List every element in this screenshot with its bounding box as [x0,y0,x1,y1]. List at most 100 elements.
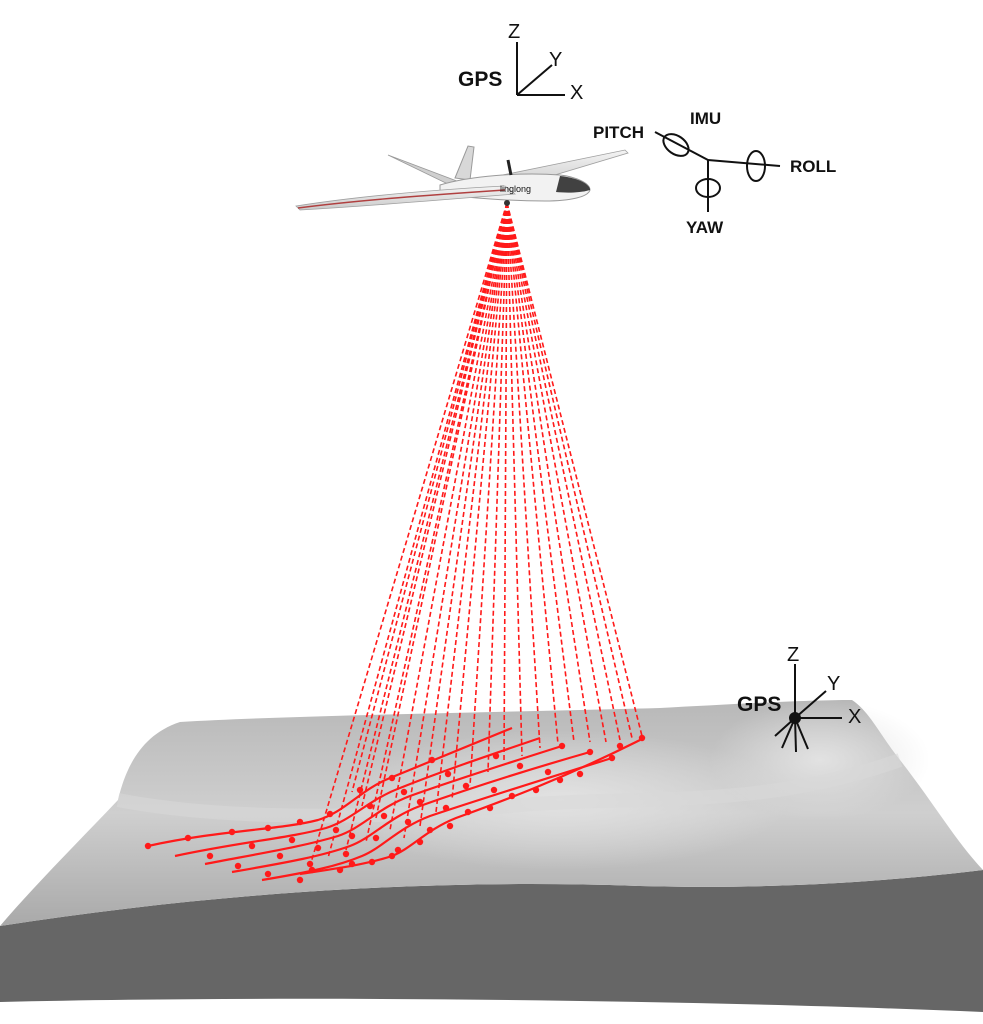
scan-point [388,852,396,860]
aircraft-fuselage-label: linglong [500,184,531,194]
imu-yaw-label: YAW [686,218,724,237]
laser-beam [469,202,508,787]
laser-beam [503,202,508,763]
scan-point [426,826,434,834]
laser-beam [506,202,523,757]
laser-beam [506,202,607,743]
imu-yaw-ring [695,178,721,198]
imu-roll-label: ROLL [790,157,836,176]
gps-ground-label: GPS [737,693,781,716]
laser-beam [361,202,508,807]
scan-point [228,828,236,836]
imu-pitch-ring [662,133,690,157]
terrain-ridge [116,753,903,823]
laser-beam [506,202,559,745]
scan-point [296,818,304,826]
aircraft-nose-stripe [556,176,590,193]
scan-point [206,852,214,860]
aircraft-tail-fin [454,145,475,181]
laser-beam [487,202,508,773]
scan-point [342,850,350,858]
scan-point [616,742,624,750]
scan-point [404,818,412,826]
scan-line [231,750,591,874]
laser-beam [403,202,508,839]
lidar-sensor-icon [504,200,510,206]
laser-beam [506,202,591,743]
scan-point [314,844,322,852]
scan-point [248,842,256,850]
scan-point [264,870,272,878]
laser-beam [389,202,508,831]
laser-beam [506,202,633,739]
scan-point [326,810,334,818]
gps-ground-axis-x: X [848,706,861,728]
scan-point [368,858,376,866]
scan-point [394,846,402,854]
scan-point [372,834,380,842]
gps-ground-axis-y: Y [827,673,840,695]
aircraft: linglong [295,145,629,211]
scan-point [332,826,340,834]
scan-point [508,792,516,800]
scan-line [261,756,613,882]
scan-point [492,752,500,760]
imu-pitch-label: PITCH [593,123,644,142]
aircraft-antenna [506,159,513,176]
gps-ground-antenna-icon [789,712,801,724]
scan-point [276,852,284,860]
scan-point [356,786,364,794]
scan-point [416,838,424,846]
scan-lines [147,726,641,882]
scan-point [442,804,450,812]
aircraft-wing-edge [297,189,506,209]
scan-point [296,876,304,884]
laser-beam [506,202,575,743]
scan-line [174,736,541,858]
laser-beam [506,202,541,749]
laser-beam [435,202,508,813]
scan-point [486,804,494,812]
scan-point [308,866,316,874]
scan-point [556,776,564,784]
laser-beams [309,202,643,867]
laser-beam [309,202,508,867]
scan-line [204,744,563,866]
scan-point [544,768,552,776]
imu-roll-axis [707,159,781,167]
terrain-side [0,870,983,1012]
gps-top-label: GPS [458,68,502,91]
laser-beam [351,202,508,793]
laser-beam [365,202,508,843]
scan-point [558,742,566,750]
scan-point [586,748,594,756]
scan-point [638,734,646,742]
laser-beam [506,202,621,741]
scan-point [608,754,616,762]
laser-beam [345,202,508,851]
gps-ground-axis-z: Z [787,644,799,666]
scan-point [416,798,424,806]
scan-point [306,860,314,868]
scan-point [366,802,374,810]
laser-beam [327,202,508,859]
scan-point [336,866,344,874]
gps-axes-top [516,42,565,96]
scan-point [516,762,524,770]
scan-point [428,756,436,764]
scan-point [288,836,296,844]
imu-axes [654,131,781,212]
scan-points [144,734,646,884]
terrain [0,700,983,1012]
imu-roll-ring [746,150,766,182]
scan-point [234,862,242,870]
scan-point [264,824,272,832]
gps-top-axis-y: Y [549,49,562,71]
scan-point [388,774,396,782]
scan-point [490,786,498,794]
scan-point [446,822,454,830]
gps-top-axis-x: X [570,82,583,104]
laser-beam [419,202,508,827]
scan-point [576,770,584,778]
